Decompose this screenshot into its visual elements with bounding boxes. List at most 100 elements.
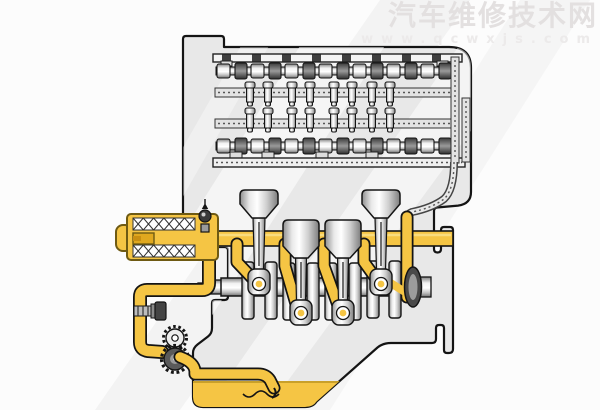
valve-tappet-tip [247, 127, 253, 133]
cam-lobe [268, 62, 282, 80]
valve-tappet-tip [369, 127, 375, 133]
cam-bearing-cap [372, 54, 381, 62]
valve-tappet-tip [331, 127, 337, 133]
valve-tappet-cap [286, 81, 298, 89]
cam-lobe [302, 137, 316, 155]
crankpin-oil-dots [255, 280, 385, 317]
cam-bearing-cap [282, 54, 291, 62]
cam-cap-rail-top [212, 53, 463, 63]
piston-assembly-3 [324, 219, 362, 326]
valve-tappet-stem [348, 87, 356, 103]
filter-element-bottom [132, 244, 196, 258]
valve-tappet-stem [264, 87, 272, 103]
valve-tappet-stem [306, 87, 314, 103]
cam-bearing-cap [312, 54, 321, 62]
valve-tappet-tip [265, 127, 271, 133]
cam-lobe [336, 62, 350, 80]
valve-tappet-stem [288, 87, 296, 103]
valve-tappet-stem [386, 113, 394, 129]
valve-tappet-tip [289, 101, 295, 107]
cam-journal [284, 63, 299, 79]
valve-tappet-stem [246, 113, 254, 129]
valve-tappet-tip [387, 101, 393, 107]
valve-tappet-cap [346, 107, 358, 115]
valve-tappet-stem [288, 113, 296, 129]
oil-supply-pipe [133, 240, 216, 359]
oil-filter [115, 213, 219, 261]
cam-journal [420, 138, 435, 154]
valve-tappet-cap [384, 81, 396, 89]
valve-tappet-stem [330, 113, 338, 129]
valve-tappet-stem [246, 87, 254, 103]
piston-crown [361, 189, 401, 219]
valve-tappet-row-2 [244, 107, 396, 133]
cam-lobe [370, 62, 384, 80]
cam-journal [352, 138, 367, 154]
camshaft-top [215, 62, 455, 80]
cam-lobe [404, 62, 418, 80]
valve-tappet-tip [349, 101, 355, 107]
cylinder-head [212, 53, 471, 168]
cam-journal [420, 63, 435, 79]
piston-assembly-1 [239, 189, 279, 296]
cam-lobe [438, 62, 452, 80]
cam-journal [318, 138, 333, 154]
valve-tappet-row-1 [244, 81, 396, 107]
valve-tappet-stem [264, 113, 272, 129]
valve-tappet-cap [262, 107, 274, 115]
valve-tappet-cap [304, 107, 316, 115]
cam-bearing-caps [222, 54, 441, 62]
cam-lobe [234, 62, 248, 80]
pistons-and-rods [239, 189, 401, 326]
cam-journal [352, 63, 367, 79]
cam-bearing-cap [342, 54, 351, 62]
valve-tappet-cap [346, 81, 358, 89]
cam-journal [284, 138, 299, 154]
cam-lobe [438, 137, 452, 155]
valve-tappet-cap [366, 107, 378, 115]
cam-bearing-cap [432, 54, 441, 62]
crank-rear-flange [403, 266, 432, 308]
valve-tappet-cap [286, 107, 298, 115]
cam-lobe [268, 137, 282, 155]
valve-tappet-stem [386, 87, 394, 103]
piston-crown [282, 219, 320, 259]
valve-tappet-tip [265, 101, 271, 107]
cam-lobe [404, 137, 418, 155]
valve-tappet-cap [328, 81, 340, 89]
valve-tappet-tip [307, 127, 313, 133]
valve-tappet-cap [384, 107, 396, 115]
valve-tappet-tip [307, 101, 313, 107]
cam-journal [250, 63, 265, 79]
valve-tappet-cap [244, 81, 256, 89]
cam-lobe [336, 137, 350, 155]
valve-tappet-stem [368, 113, 376, 129]
valve-tappet-stem [330, 87, 338, 103]
piston-crown [324, 219, 362, 259]
oil-strainer [242, 390, 280, 398]
piston-assembly-4 [361, 189, 401, 296]
valve-tappet-tip [387, 127, 393, 133]
cam-lobe [302, 62, 316, 80]
oil-pickup-pipe [173, 350, 281, 399]
valve-tappet-tip [349, 127, 355, 133]
valve-tappet-cap [244, 107, 256, 115]
valve-tappet-stem [348, 113, 356, 129]
filter-element-top [132, 217, 196, 231]
valve-tappet-tip [247, 101, 253, 107]
piston-crown [239, 189, 279, 219]
valve-tappet-cap [366, 81, 378, 89]
oil-pressure-sensor [198, 199, 212, 233]
valve-tappet-tip [331, 101, 337, 107]
cam-journal [318, 63, 333, 79]
valve-tappet-cap [304, 81, 316, 89]
cam-journal [250, 138, 265, 154]
cam-journal [216, 138, 231, 154]
cam-journal [216, 63, 231, 79]
valve-tappet-stem [368, 87, 376, 103]
cam-bearing-cap [402, 54, 411, 62]
relief-valve-bolt [133, 301, 167, 321]
cam-bearing-cap [252, 54, 261, 62]
